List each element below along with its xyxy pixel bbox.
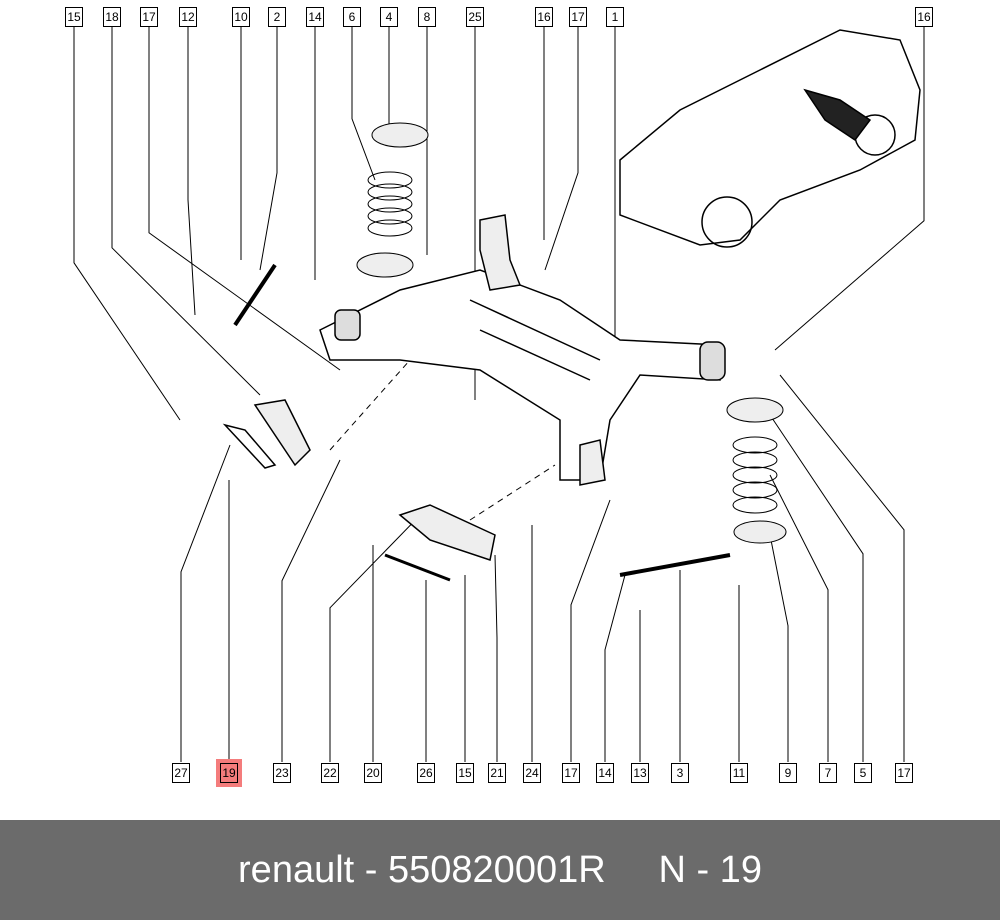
callout-bottom-7[interactable]: 7: [819, 763, 837, 783]
callout-bottom-11[interactable]: 11: [730, 763, 748, 783]
callout-top-15[interactable]: 15: [65, 7, 83, 27]
callout-bottom-27[interactable]: 27: [172, 763, 190, 783]
callout-top-6[interactable]: 6: [343, 7, 361, 27]
footer-brand: renault: [238, 848, 355, 891]
footer-ref: N - 19: [658, 848, 762, 891]
leader-line: [259, 27, 278, 271]
leader-line: [570, 499, 611, 762]
rear-subframe-diagram: [73, 27, 925, 762]
leader-line: [779, 374, 905, 762]
callout-top-16[interactable]: 16: [915, 7, 933, 27]
spring-left: [356, 122, 429, 278]
callout-top-16[interactable]: 16: [535, 7, 553, 27]
callout-bottom-9[interactable]: 9: [779, 763, 797, 783]
callout-bottom-24[interactable]: 24: [523, 763, 541, 783]
callout-bottom-22[interactable]: 22: [321, 763, 339, 783]
leader-line: [774, 27, 925, 351]
leader-line: [494, 554, 498, 762]
callout-bottom-23[interactable]: 23: [273, 763, 291, 783]
arms-drawing: [222, 263, 731, 582]
callout-top-4[interactable]: 4: [380, 7, 398, 27]
callout-bottom-15[interactable]: 15: [456, 763, 474, 783]
leader-line: [180, 444, 231, 762]
leader-line: [73, 27, 181, 421]
leader-line: [329, 504, 431, 762]
footer-part-number: 550820001R: [388, 848, 606, 891]
footer-separator: -: [354, 848, 389, 891]
footer-gap: [606, 849, 659, 892]
leader-line: [604, 574, 626, 762]
callout-bottom-26[interactable]: 26: [417, 763, 435, 783]
leader-line: [769, 474, 829, 762]
callout-top-1[interactable]: 1: [606, 7, 624, 27]
dashed-arrows: [329, 359, 556, 521]
leader-line: [148, 27, 341, 371]
footer-caption: renault - 550820001R N - 19: [0, 820, 1000, 920]
spring-right: [726, 397, 787, 544]
callout-bottom-21[interactable]: 21: [488, 763, 506, 783]
leader-line: [281, 459, 341, 762]
callout-top-18[interactable]: 18: [103, 7, 121, 27]
leader-line: [544, 27, 579, 271]
leader-line: [769, 534, 789, 762]
callout-bottom-5[interactable]: 5: [854, 763, 872, 783]
leader-line: [111, 27, 261, 396]
callout-bottom-13[interactable]: 13: [631, 763, 649, 783]
callout-bottom-20[interactable]: 20: [364, 763, 382, 783]
callout-top-8[interactable]: 8: [418, 7, 436, 27]
callout-bottom-19[interactable]: 19: [216, 759, 242, 787]
callout-top-2[interactable]: 2: [268, 7, 286, 27]
callout-top-10[interactable]: 10: [232, 7, 250, 27]
callout-bottom-17[interactable]: 17: [895, 763, 913, 783]
leader-line: [769, 414, 864, 762]
subframe-drawing: [319, 214, 726, 486]
callout-bottom-14[interactable]: 14: [596, 763, 614, 783]
car-silhouette: [619, 29, 921, 248]
callout-top-14[interactable]: 14: [306, 7, 324, 27]
leader-lines: [73, 27, 925, 762]
callout-bottom-17[interactable]: 17: [562, 763, 580, 783]
callout-top-17[interactable]: 17: [569, 7, 587, 27]
callout-bottom-3[interactable]: 3: [671, 763, 689, 783]
callout-top-12[interactable]: 12: [179, 7, 197, 27]
callout-top-25[interactable]: 25: [466, 7, 484, 27]
leader-line: [351, 27, 376, 181]
callout-top-17[interactable]: 17: [140, 7, 158, 27]
leader-line: [187, 27, 196, 316]
